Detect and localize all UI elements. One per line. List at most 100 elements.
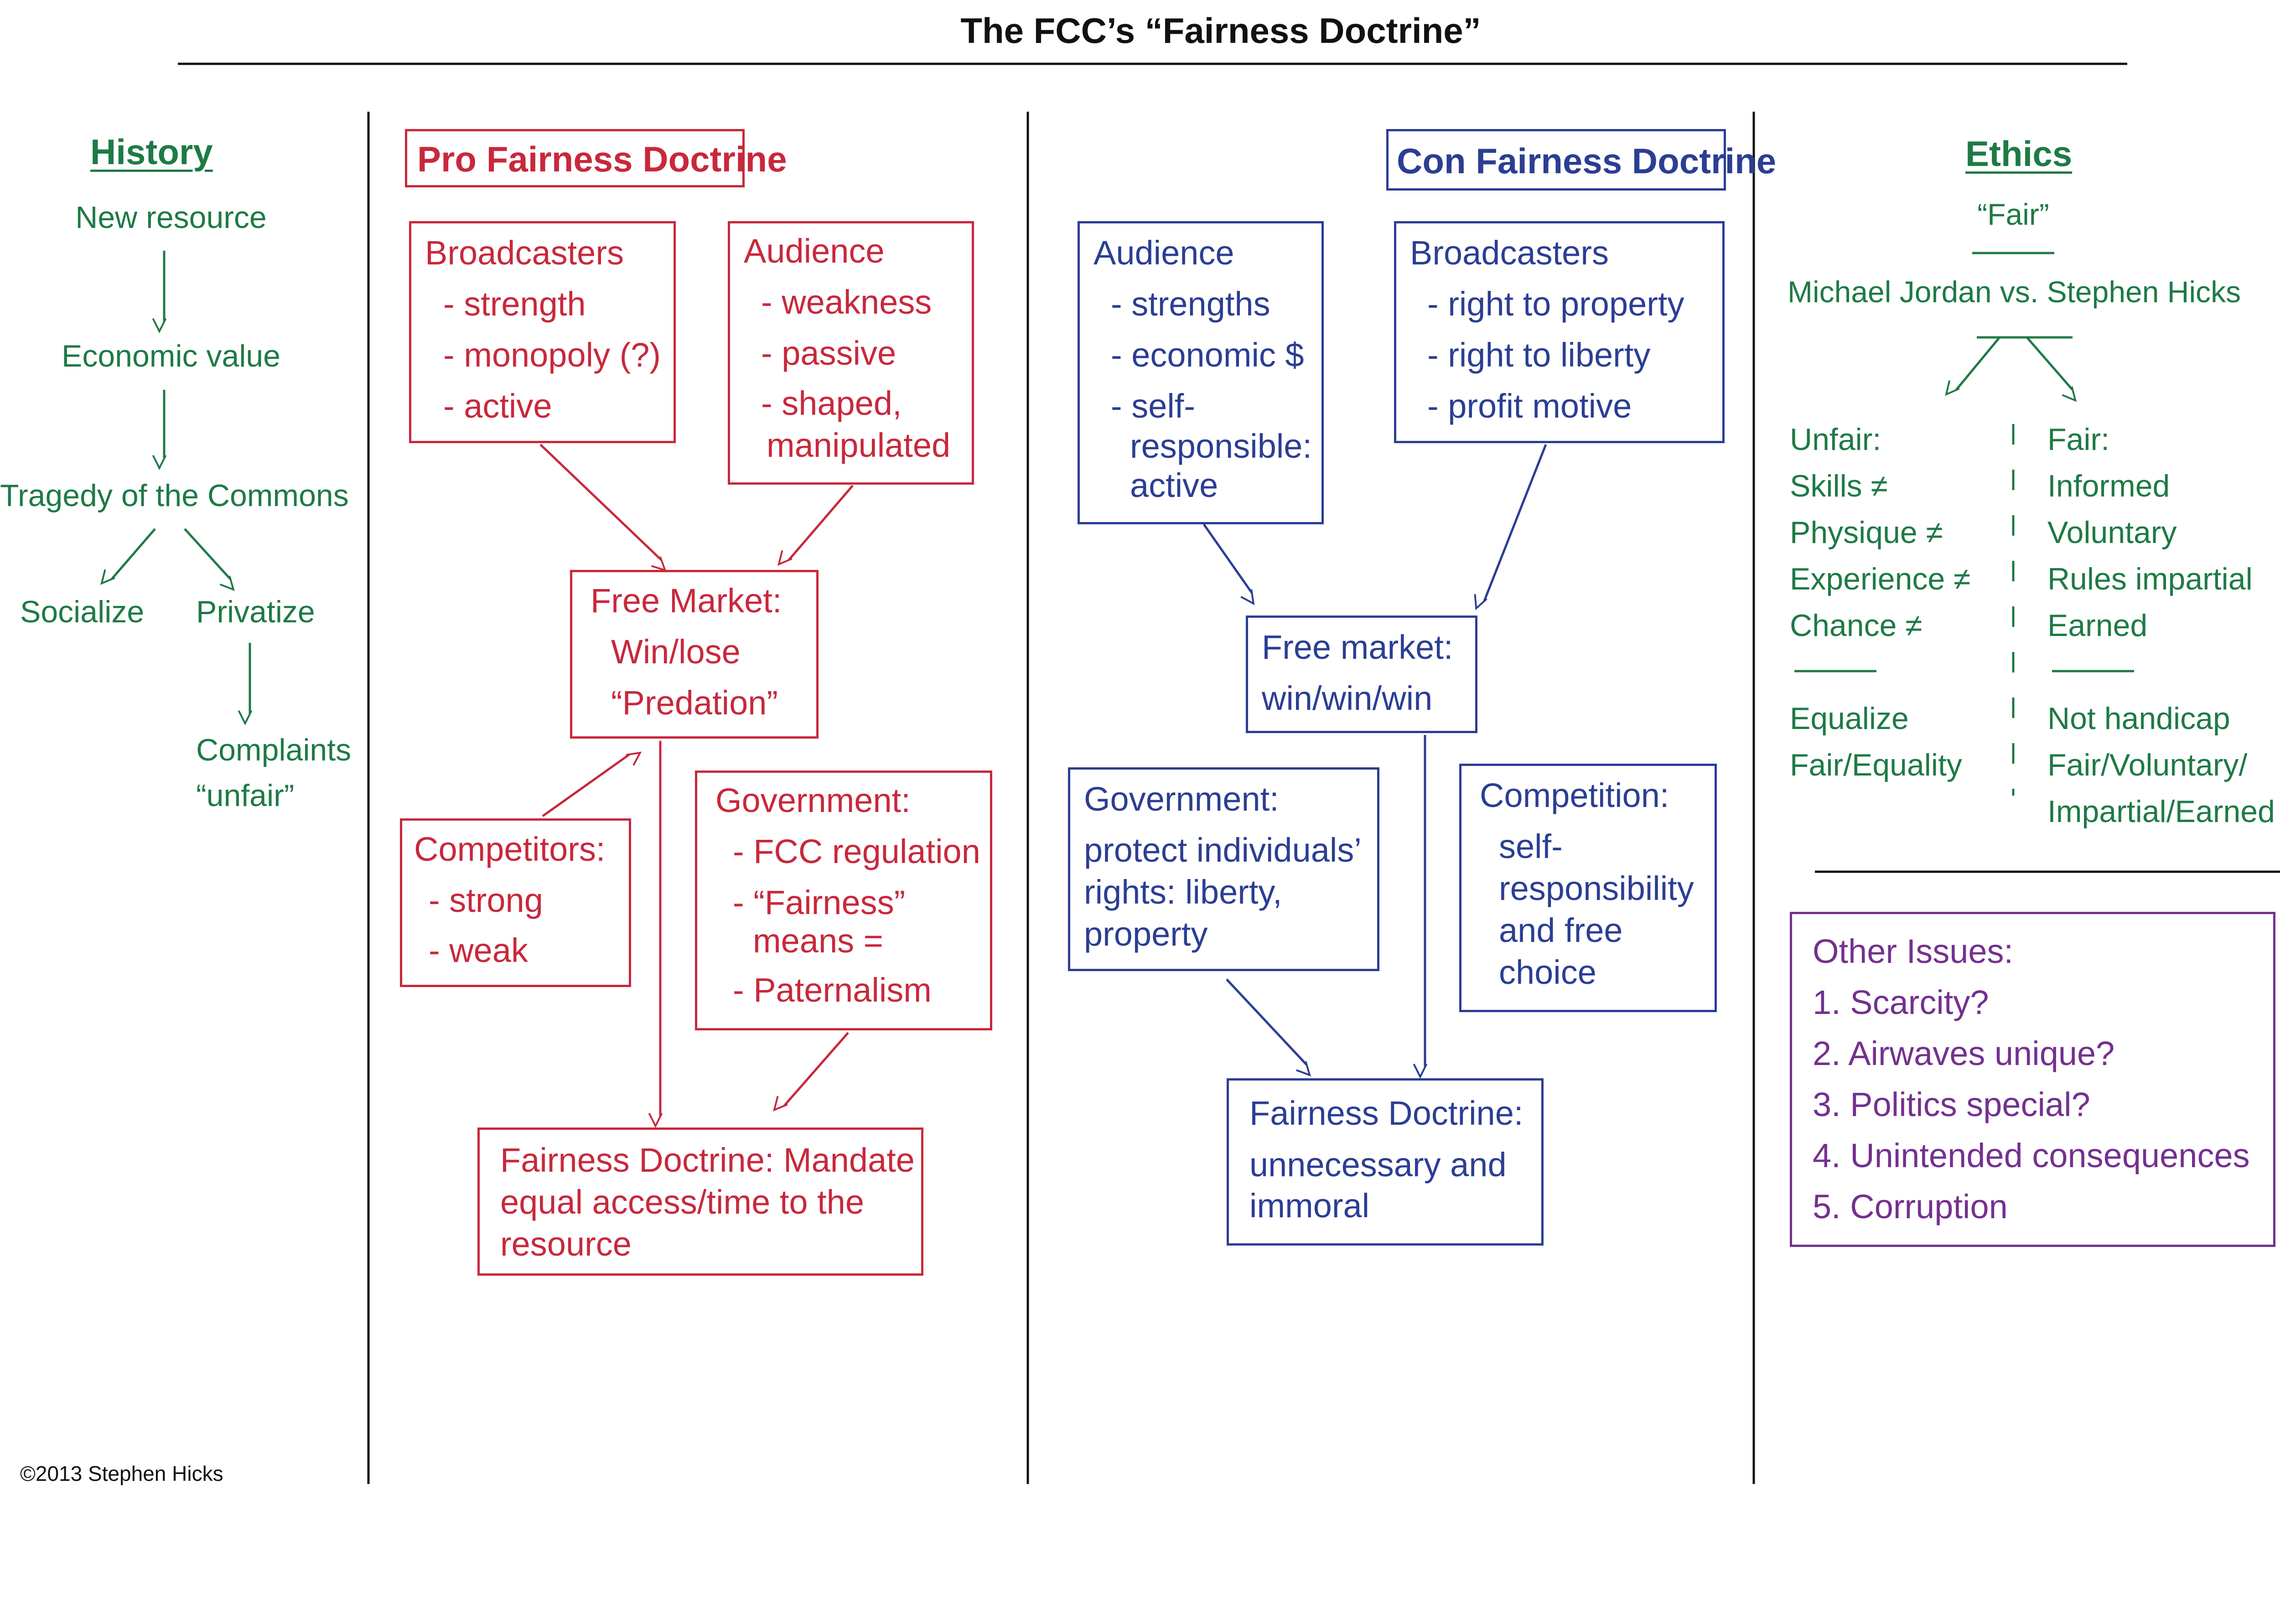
arrow-to-fair bbox=[2026, 336, 2077, 402]
arrow-pro-broadcasters-market bbox=[539, 444, 667, 572]
pro-fairness-box: Fairness Doctrine: Mandate equal access/… bbox=[477, 1127, 923, 1276]
other-issues-item: 1. Scarcity? bbox=[1813, 983, 1989, 1021]
pro-audience-item: - passive bbox=[761, 334, 896, 372]
ethics-fair-quote: “Fair” bbox=[1977, 197, 2049, 231]
arrow-pro-government-fairness bbox=[772, 1032, 849, 1112]
pro-broadcasters-item: - active bbox=[443, 387, 552, 425]
pro-free-market-box: Free Market: Win/lose “Predation” bbox=[570, 570, 819, 739]
ethics-fair-result: Impartial/Earned bbox=[2047, 794, 2275, 829]
con-competition-item: self- bbox=[1499, 828, 1563, 865]
arrow-tragedy-privatize bbox=[184, 528, 235, 591]
pro-free-market-item: Win/lose bbox=[611, 633, 741, 671]
con-competition-box: Competition: self- responsibility and fr… bbox=[1459, 764, 1717, 1012]
other-issues-item: 4. Unintended consequences bbox=[1813, 1137, 2250, 1174]
other-issues-box: Other Issues: 1. Scarcity? 2. Airwaves u… bbox=[1790, 912, 2275, 1247]
pro-heading: Pro Fairness Doctrine bbox=[417, 139, 787, 179]
con-fairness-line: immoral bbox=[1249, 1187, 1370, 1225]
con-government-title: Government: bbox=[1084, 780, 1279, 818]
pro-government-item: - “Fairness” bbox=[733, 884, 906, 921]
pro-broadcasters-title: Broadcasters bbox=[425, 234, 624, 272]
con-audience-item: active bbox=[1130, 466, 1218, 504]
copyright: ©2013 Stephen Hicks bbox=[20, 1462, 223, 1485]
history-economic-value: Economic value bbox=[61, 339, 281, 373]
pro-audience-box: Audience - weakness - passive - shaped, … bbox=[728, 221, 974, 485]
other-issues-title: Other Issues: bbox=[1813, 932, 2014, 970]
con-competition-item: and free bbox=[1499, 911, 1623, 949]
con-heading-box: Con Fairness Doctrine bbox=[1386, 129, 1776, 191]
ethics-unfair-item: Skills ≠ bbox=[1790, 469, 1888, 503]
con-broadcasters-item: - right to liberty bbox=[1427, 336, 1651, 374]
ethics-unfair-item: Physique ≠ bbox=[1790, 515, 1943, 550]
con-broadcasters-item: - right to property bbox=[1427, 285, 1684, 323]
pro-broadcasters-item: - monopoly (?) bbox=[443, 336, 661, 374]
history-heading: History bbox=[90, 132, 213, 172]
arrow-to-unfair bbox=[1945, 336, 2000, 396]
pro-fairness-line: equal access/time to the bbox=[500, 1183, 864, 1221]
pro-heading-box: Pro Fairness Doctrine bbox=[405, 129, 787, 187]
con-broadcasters-title: Broadcasters bbox=[1410, 234, 1609, 272]
ethics-heading: Ethics bbox=[1965, 134, 2073, 174]
pro-audience-item: manipulated bbox=[767, 426, 951, 464]
arrow-con-government-fairness bbox=[1226, 978, 1311, 1077]
con-heading: Con Fairness Doctrine bbox=[1397, 141, 1777, 181]
ethics-fair-result: Not handicap bbox=[2047, 701, 2230, 736]
other-issues-item: 5. Corruption bbox=[1813, 1188, 2008, 1226]
pro-competitors-item: - weak bbox=[429, 931, 528, 969]
pro-competitors-title: Competitors: bbox=[414, 830, 606, 868]
pro-free-market-title: Free Market: bbox=[591, 582, 782, 620]
pro-competitors-item: - strong bbox=[429, 881, 543, 919]
pro-government-item: - Paternalism bbox=[733, 971, 932, 1009]
con-broadcasters-item: - profit motive bbox=[1427, 387, 1632, 425]
pro-free-market-item: “Predation” bbox=[611, 684, 778, 722]
pro-government-item: - FCC regulation bbox=[733, 833, 980, 870]
page-title: The FCC’s “Fairness Doctrine” bbox=[960, 10, 1481, 51]
pro-broadcasters-box: Broadcasters - strength - monopoly (?) -… bbox=[409, 221, 676, 443]
pro-government-item: means = bbox=[753, 922, 883, 960]
con-fairness-line: unnecessary and bbox=[1249, 1146, 1507, 1184]
con-audience-item: responsible: bbox=[1130, 427, 1312, 465]
other-issues-item: 3. Politics special? bbox=[1813, 1086, 2090, 1123]
arrow-con-broadcasters-market bbox=[1474, 444, 1547, 610]
con-audience-item: - strengths bbox=[1111, 285, 1270, 323]
con-government-box: Government: protect individuals’ rights:… bbox=[1068, 767, 1379, 971]
history-new-resource: New resource bbox=[75, 200, 267, 235]
history-unfair: “unfair” bbox=[196, 778, 295, 813]
con-audience-item: - self- bbox=[1111, 387, 1195, 425]
con-audience-item: - economic $ bbox=[1111, 336, 1304, 374]
pro-audience-title: Audience bbox=[744, 232, 885, 270]
history-socialize: Socialize bbox=[20, 595, 145, 629]
ethics-fair-item: Informed bbox=[2047, 469, 2170, 503]
con-government-item: protect individuals’ bbox=[1084, 831, 1362, 869]
arrow-pro-competitors-market bbox=[542, 751, 642, 817]
other-issues-item: 2. Airwaves unique? bbox=[1813, 1034, 2115, 1072]
con-free-market-title: Free market: bbox=[1262, 628, 1453, 666]
con-audience-title: Audience bbox=[1093, 234, 1234, 272]
history-privatize: Privatize bbox=[196, 595, 315, 629]
pro-competitors-box: Competitors: - strong - weak bbox=[400, 818, 631, 987]
pro-audience-item: - shaped, bbox=[761, 384, 902, 422]
con-competition-item: choice bbox=[1499, 953, 1596, 991]
arrow-pro-audience-market bbox=[777, 485, 854, 566]
history-complaints: Complaints bbox=[196, 733, 352, 767]
con-free-market-item: win/win/win bbox=[1262, 679, 1433, 717]
pro-fairness-line: Fairness Doctrine: Mandate bbox=[500, 1141, 915, 1179]
ethics-fair-item: Voluntary bbox=[2047, 515, 2177, 550]
con-fairness-line: Fairness Doctrine: bbox=[1249, 1094, 1523, 1132]
con-competition-item: responsibility bbox=[1499, 869, 1694, 907]
con-government-item: rights: liberty, bbox=[1084, 873, 1282, 911]
ethics-unfair-item: Experience ≠ bbox=[1790, 562, 1971, 596]
ethics-unfair-result: Fair/Equality bbox=[1790, 748, 1962, 782]
con-free-market-box: Free market: win/win/win bbox=[1246, 615, 1477, 733]
ethics-unfair-item: Unfair: bbox=[1790, 422, 1881, 457]
con-competition-title: Competition: bbox=[1480, 776, 1669, 814]
con-audience-box: Audience - strengths - economic $ - self… bbox=[1078, 221, 1324, 524]
ethics-unfair-result: Equalize bbox=[1790, 701, 1909, 736]
pro-audience-item: - weakness bbox=[761, 283, 932, 321]
ethics-fair-result: Fair/Voluntary/ bbox=[2047, 748, 2248, 782]
pro-government-box: Government: - FCC regulation - “Fairness… bbox=[695, 771, 992, 1030]
arrow-tragedy-socialize bbox=[100, 528, 156, 585]
con-broadcasters-box: Broadcasters - right to property - right… bbox=[1394, 221, 1725, 443]
ethics-unfair-item: Chance ≠ bbox=[1790, 608, 1922, 643]
con-fairness-box: Fairness Doctrine: unnecessary and immor… bbox=[1227, 1078, 1544, 1246]
